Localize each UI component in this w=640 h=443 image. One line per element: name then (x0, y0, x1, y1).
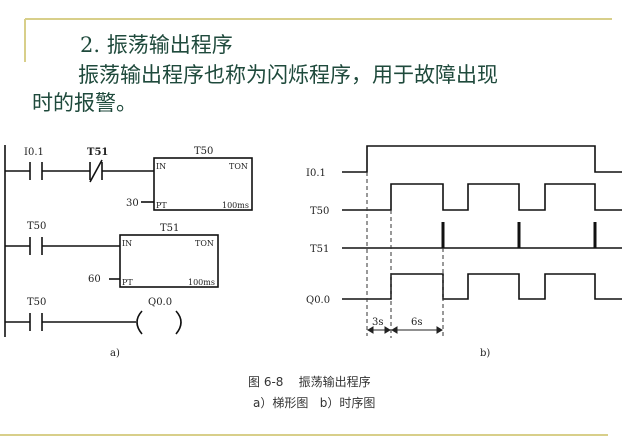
in-label: IN (122, 239, 132, 248)
pt-value: 60 (88, 274, 101, 285)
base-label: 100ms (222, 201, 249, 210)
pt-label: PT (122, 278, 133, 287)
timer-label: T51 (160, 223, 179, 234)
rung-3: T50 Q0.0 (5, 297, 182, 335)
coil-label: Q0.0 (148, 297, 172, 308)
interval-3s-label: 3s (372, 317, 384, 328)
slide-body-line1: 振荡输出程序也称为闪烁程序，用于故障出现 (78, 63, 498, 87)
rung-1: I0.1 T51 T50 IN TON PT 100ms 30 (5, 146, 253, 211)
rung-2: T50 T51 IN TON PT 100ms 60 (5, 221, 219, 288)
figure-caption-title: 图 6-8 振荡输出程序 (248, 374, 371, 389)
coil-icon (136, 310, 143, 335)
timing-diagram: I0.1 T50 T51 Q0.0 3s 6s b) (306, 145, 622, 359)
slide-body-line2: 时的报警。 (32, 91, 137, 115)
waveform-q0-0 (342, 273, 622, 300)
pt-label: PT (156, 201, 167, 210)
waveform-i0-1 (342, 145, 622, 173)
timer-box-t50 (153, 157, 253, 211)
contact-label: T50 (27, 221, 46, 232)
ladder-diagram: I0.1 T51 T50 IN TON PT 100ms 30 T50 T51 … (4, 145, 253, 359)
signal-label-t51: T51 (310, 244, 329, 255)
signal-label-q0-0: Q0.0 (306, 295, 330, 306)
contact-label: I0.1 (24, 147, 44, 158)
pt-value: 30 (126, 198, 139, 209)
nc-contact-label: T51 (87, 147, 108, 158)
interval-arrows (367, 326, 443, 334)
slide-heading: 2. 振荡输出程序 (80, 33, 233, 57)
figure-caption-sub: a）梯形图 b）时序图 (253, 395, 375, 410)
timer-label: T50 (194, 146, 213, 157)
timing-sublabel: b) (480, 348, 490, 359)
waveform-t50 (342, 183, 622, 211)
type-label: TON (195, 239, 214, 248)
ladder-sublabel: a) (110, 348, 120, 359)
base-label: 100ms (188, 278, 215, 287)
signal-label-t50: T50 (310, 206, 329, 217)
contact-label: T50 (27, 297, 46, 308)
timer-box-t51 (119, 234, 219, 288)
interval-6s-label: 6s (411, 317, 423, 328)
signal-label-i0-1: I0.1 (306, 168, 326, 179)
type-label: TON (229, 162, 248, 171)
in-label: IN (156, 162, 166, 171)
